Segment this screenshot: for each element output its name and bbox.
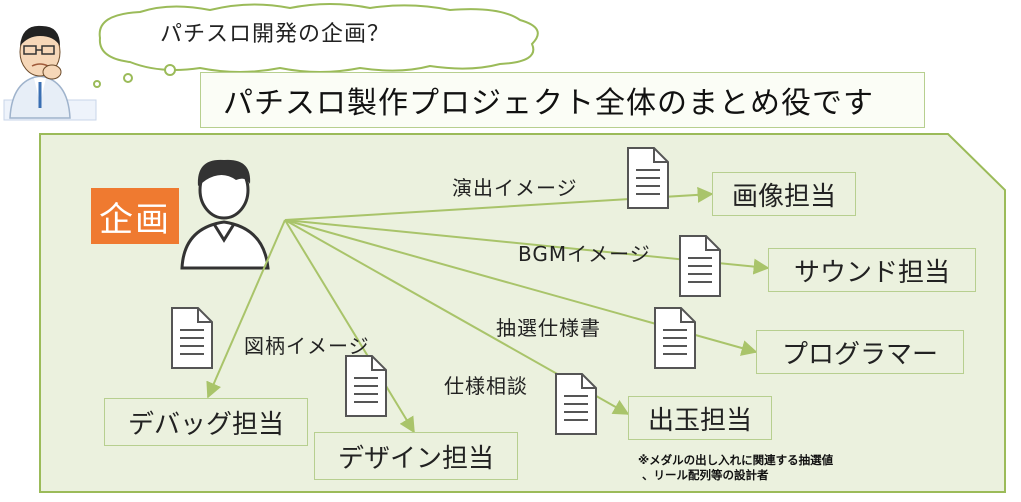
document-icon [654,307,696,369]
role-box-image: 画像担当 [712,172,856,216]
planner-person-icon [180,159,270,270]
role-box-design: デザイン担当 [314,432,518,480]
doc-label-programmer: 抽選仕様書 [496,316,601,340]
role-box-dedama: 出玉担当 [628,396,772,440]
document-icon [345,355,387,417]
document-icon [679,235,721,297]
footnote-line-2: 、リール配列等の設計者 [642,468,769,482]
thought-cloud-icon [93,3,539,88]
doc-label-design: 図柄イメージ [244,334,370,358]
arrow-to-debug [206,219,286,399]
role-box-sound: サウンド担当 [768,248,976,292]
document-icon [555,373,597,435]
planner-label: 企画 [91,188,179,244]
footnote-line-1: ※メダルの出し入れに関連する抽選値 [638,453,834,467]
headline: パチスロ製作プロジェクト全体のまとめ役です [200,72,925,128]
role-box-debug: デバッグ担当 [104,398,308,446]
doc-label-image: 演出イメージ [452,176,578,200]
doc-label-dedama: 仕様相談 [444,374,528,398]
thought-text: パチスロ開発の企画？ [160,22,391,47]
footnote: ※メダルの出し入れに関連する抽選値 、リール配列等の設計者 [638,453,833,483]
doc-label-sound: BGMイメージ [518,242,651,266]
document-icon [627,147,669,209]
arrow-to-design [284,219,415,434]
role-box-programmer: プログラマー [756,330,964,374]
document-icons [171,147,721,435]
thinking-man-icon [3,25,97,121]
document-icon [171,307,213,369]
